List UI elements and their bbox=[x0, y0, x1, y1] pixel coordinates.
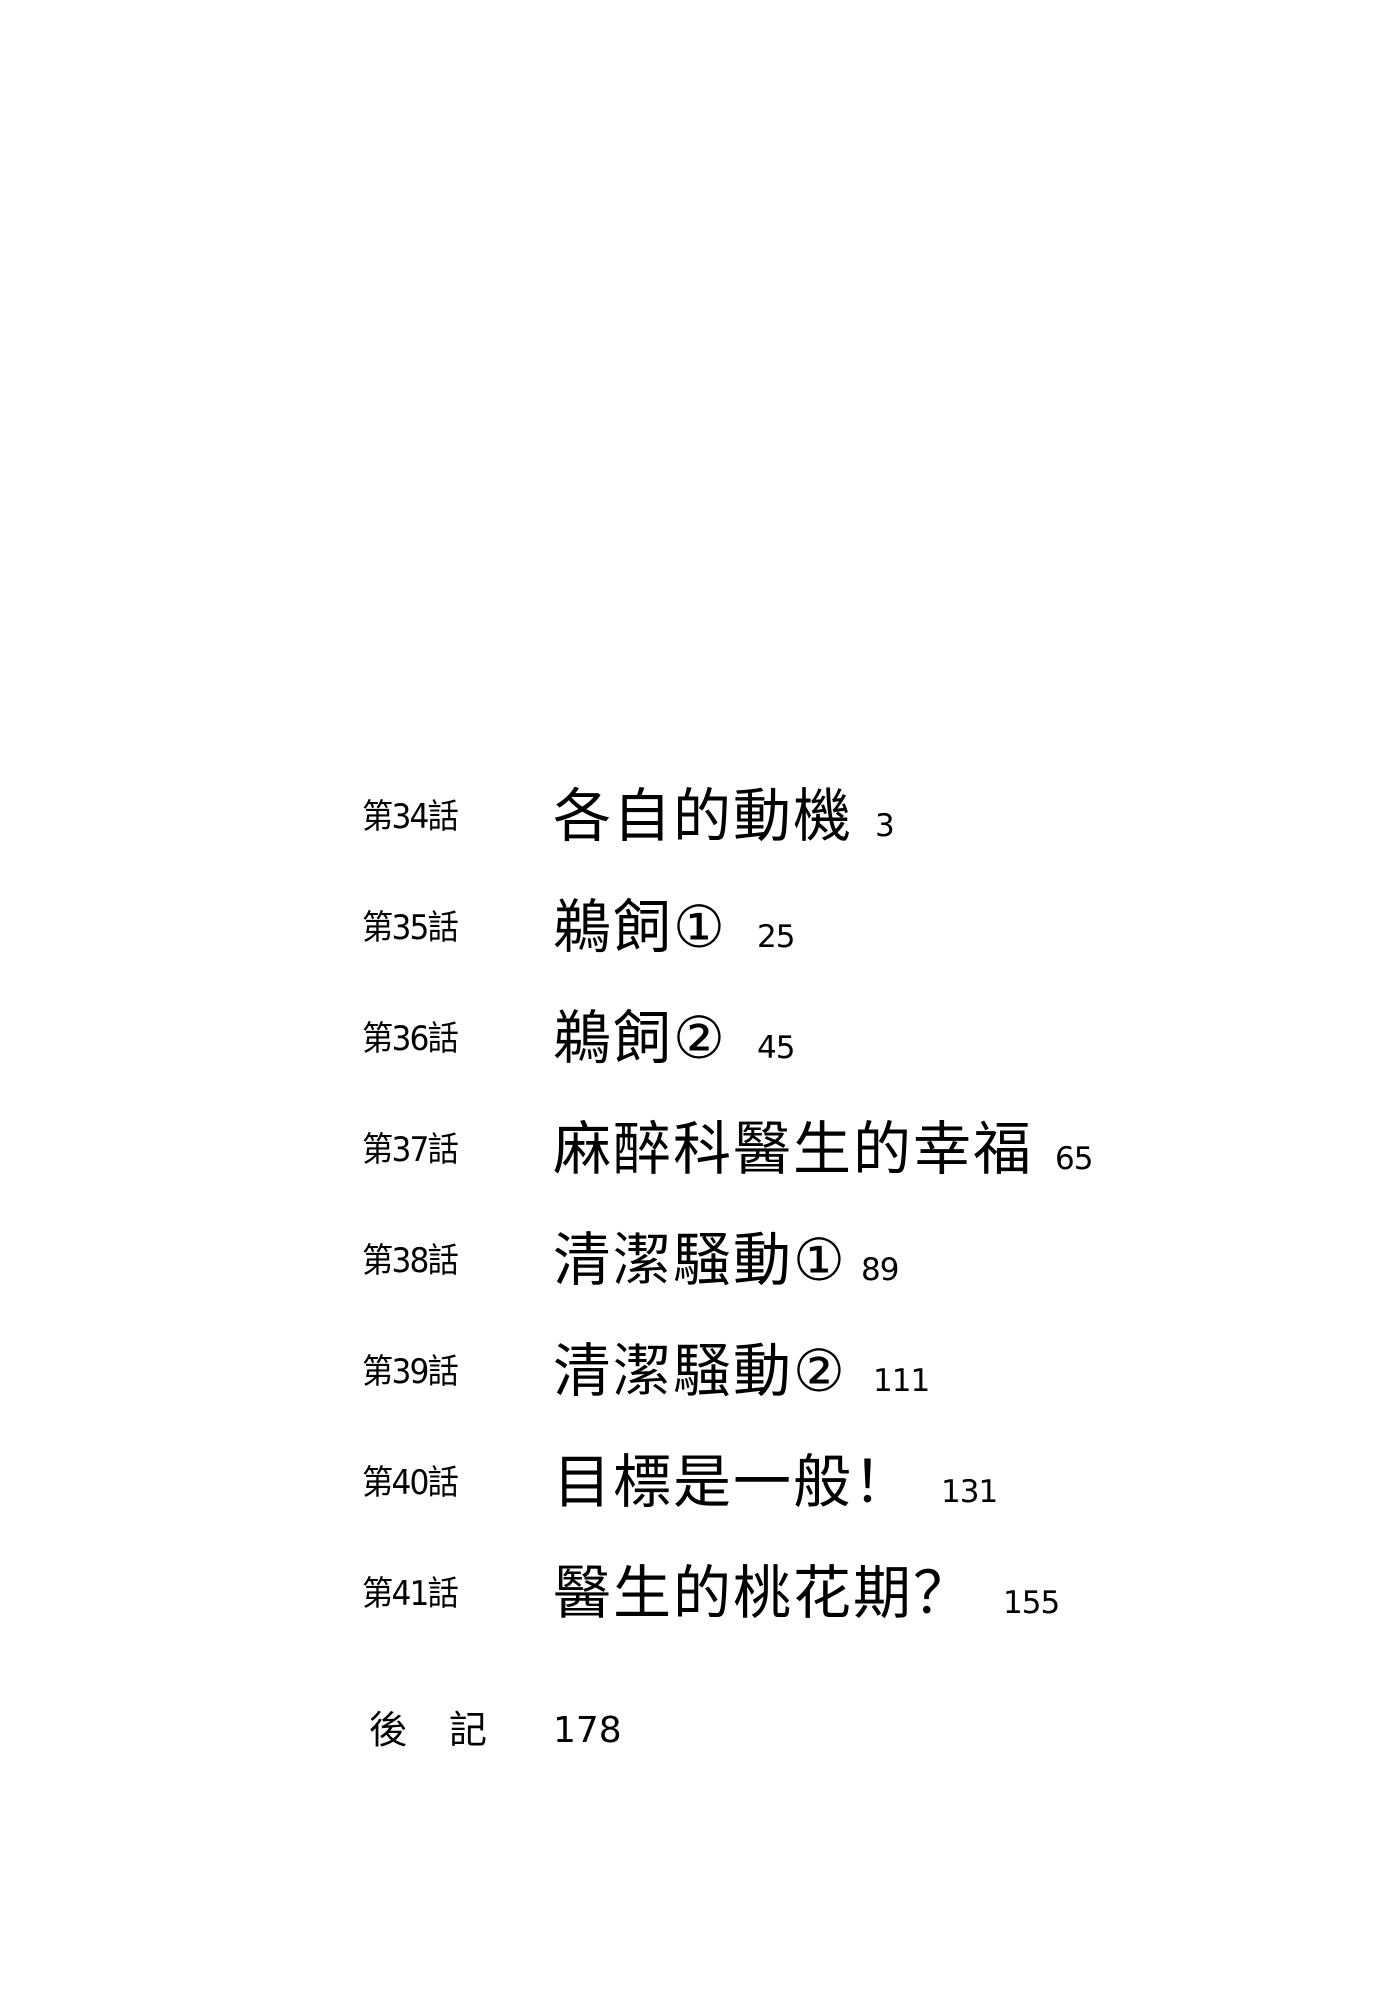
chapter-number: 第41話 bbox=[362, 1574, 459, 1614]
afterword-label: 後記 bbox=[369, 1708, 530, 1752]
page-number: 111 bbox=[873, 1363, 930, 1399]
chapter-number: 第40話 bbox=[362, 1463, 459, 1503]
chapter-title-group: 各自的動機 3 bbox=[553, 782, 895, 850]
chapter-number: 第37話 bbox=[362, 1130, 459, 1170]
toc-entry-chapter-36: 第36話 鵜飼② 45 bbox=[0, 997, 1400, 1077]
page-number: 45 bbox=[757, 1030, 795, 1066]
chapter-title-group: 鵜飼② 45 bbox=[553, 1004, 795, 1072]
toc-entry-chapter-39: 第39話 清潔騷動② 111 bbox=[0, 1330, 1400, 1410]
toc-entry-chapter-35: 第35話 鵜飼① 25 bbox=[0, 886, 1400, 966]
chapter-number: 第38話 bbox=[362, 1241, 459, 1281]
page-number: 155 bbox=[1003, 1585, 1060, 1621]
page-number: 178 bbox=[553, 1710, 622, 1751]
page-number: 3 bbox=[875, 808, 895, 844]
toc-entry-chapter-38: 第38話 清潔騷動① 89 bbox=[0, 1219, 1400, 1299]
page-number: 65 bbox=[1055, 1141, 1093, 1177]
chapter-title-group: 清潔騷動② 111 bbox=[553, 1337, 930, 1405]
toc-entry-afterword: 後記 178 bbox=[0, 1700, 1400, 1760]
toc-entry-chapter-40: 第40話 目標是一般！ 131 bbox=[0, 1441, 1400, 1521]
page-number: 89 bbox=[861, 1252, 899, 1288]
toc-entry-chapter-37: 第37話 麻醉科醫生的幸福 65 bbox=[0, 1108, 1400, 1188]
chapter-number: 第36話 bbox=[362, 1019, 459, 1059]
chapter-title-group: 目標是一般！ 131 bbox=[553, 1448, 998, 1516]
chapter-title-group: 鵜飼① 25 bbox=[553, 893, 795, 961]
chapter-title: 鵜飼① bbox=[553, 893, 727, 961]
chapter-title: 清潔騷動② bbox=[553, 1337, 847, 1405]
chapter-title: 目標是一般！ bbox=[553, 1448, 914, 1516]
chapter-number: 第39話 bbox=[362, 1352, 459, 1392]
chapter-title: 鵜飼② bbox=[553, 1004, 727, 1072]
chapter-title: 麻醉科醫生的幸福 bbox=[553, 1115, 1034, 1183]
chapter-title: 清潔騷動① bbox=[553, 1226, 847, 1294]
toc-entry-chapter-34: 第34話 各自的動機 3 bbox=[0, 775, 1400, 855]
chapter-title: 醫生的桃花期？ bbox=[553, 1559, 974, 1627]
toc-entry-chapter-41: 第41話 醫生的桃花期？ 155 bbox=[0, 1552, 1400, 1632]
page-number: 131 bbox=[941, 1474, 998, 1510]
chapter-title-group: 醫生的桃花期？ 155 bbox=[553, 1559, 1060, 1627]
chapter-number: 第35話 bbox=[362, 908, 459, 948]
chapter-number: 第34話 bbox=[362, 797, 459, 837]
page-number: 25 bbox=[757, 919, 795, 955]
chapter-title-group: 清潔騷動① 89 bbox=[553, 1226, 899, 1294]
chapter-title-group: 麻醉科醫生的幸福 65 bbox=[553, 1115, 1093, 1183]
chapter-title: 各自的動機 bbox=[553, 782, 854, 850]
